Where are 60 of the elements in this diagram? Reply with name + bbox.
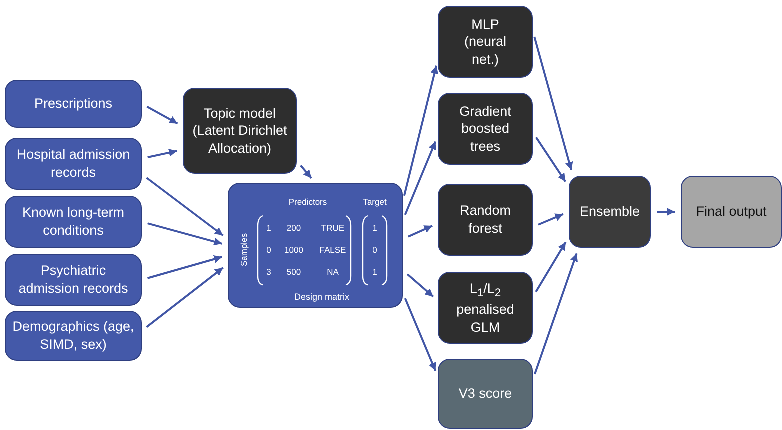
box-label: Prescriptions	[33, 95, 114, 113]
arrow	[535, 137, 567, 182]
matrix-entry: 1	[266, 223, 272, 233]
process-box	[569, 176, 651, 248]
box-label: Demographics (age, SIMD, sex)	[12, 318, 136, 354]
arrow	[406, 274, 434, 298]
arrow	[404, 298, 437, 372]
matrix-entry: FALSE	[320, 245, 346, 255]
arrow	[404, 141, 437, 216]
arrow	[148, 148, 178, 158]
matrix-entry: 0	[266, 245, 272, 255]
process-box	[681, 176, 782, 248]
box-label: Gradient boosted trees	[458, 102, 512, 156]
arrow	[535, 242, 567, 293]
matrix-entry: 1	[372, 223, 378, 233]
arrow	[534, 36, 574, 170]
process-box	[438, 359, 533, 429]
box-label: Psychiatric admission records	[18, 262, 130, 298]
arrow	[146, 177, 224, 236]
box-label: Ensemble	[578, 203, 642, 221]
arrow	[148, 256, 222, 280]
box-label: Hospital admission records	[16, 146, 132, 182]
matrix-entry: NA	[327, 267, 339, 277]
arrow	[146, 106, 178, 125]
matrix-entry: 3	[266, 267, 272, 277]
process-box	[5, 254, 142, 306]
box-label: L$_{1}$/L$_{2}$ penalised GLM	[456, 280, 516, 336]
arrow	[148, 222, 222, 246]
box-label: Final output	[695, 203, 768, 221]
box-label: Random forest	[458, 202, 512, 238]
process-box	[5, 80, 142, 128]
box-label: Topic model (Latent Dirichlet Allocation)	[192, 104, 288, 158]
arrow	[146, 267, 224, 328]
axis-label: Target	[363, 197, 387, 207]
arrow	[408, 225, 433, 238]
matrix-entry: 200	[286, 223, 302, 233]
process-box	[5, 196, 142, 248]
process-box	[5, 311, 142, 361]
matrix-entry: 1	[372, 267, 378, 277]
process-box	[438, 6, 533, 78]
matrix-caption: Design matrix	[294, 292, 350, 302]
box-label: MLP (neural net.)	[463, 16, 508, 68]
arrow	[403, 66, 439, 196]
process-box	[5, 138, 142, 190]
box-label: V3 score	[458, 385, 514, 403]
process-box	[183, 88, 297, 174]
process-box	[438, 93, 533, 165]
arrow	[657, 208, 675, 216]
arrow	[538, 213, 564, 226]
matrix-entry: TRUE	[321, 223, 345, 233]
matrix-entry: 1000	[284, 245, 304, 255]
matrix-entry: 500	[286, 267, 302, 277]
box-label: Known long-term conditions	[21, 204, 126, 240]
process-box	[438, 272, 533, 344]
arrow	[534, 253, 578, 375]
axis-label: Predictors	[288, 197, 328, 207]
matrix-entry: 0	[372, 245, 378, 255]
arrow	[300, 165, 312, 180]
axis-label: Samples	[239, 233, 249, 267]
process-box	[438, 184, 533, 256]
